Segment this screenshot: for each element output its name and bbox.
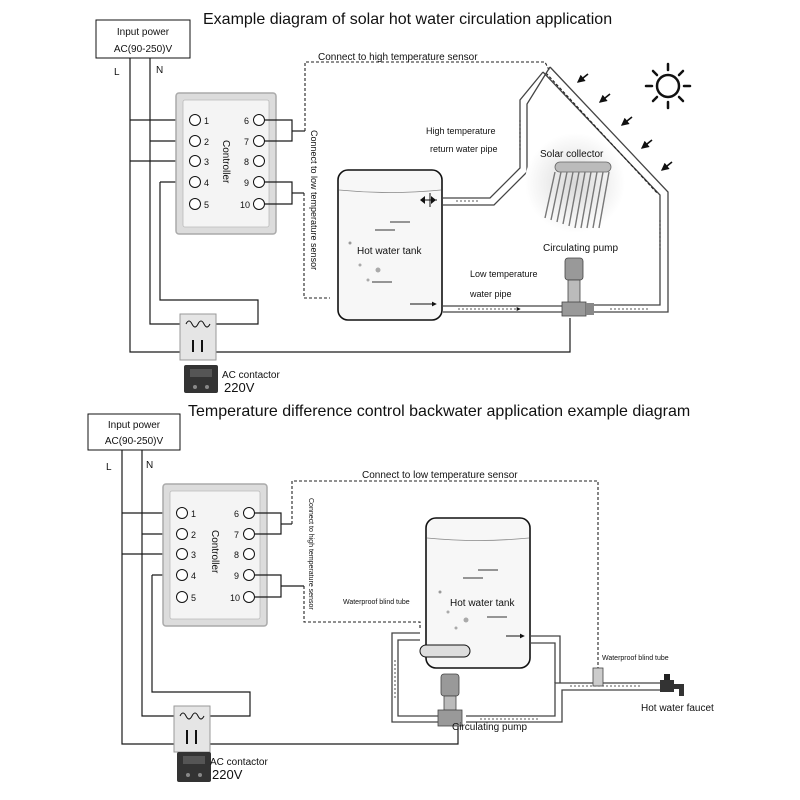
top-title: Example diagram of solar hot water circu… [203,11,612,28]
bottom-connect-high-sensor: Connect to high temperature sensor [307,498,314,610]
svg-text:4: 4 [191,571,196,581]
svg-text:8: 8 [244,157,249,167]
top-solar-pipes [443,66,669,313]
bottom-diagram: Temperature difference control backwater… [87,403,714,782]
bottom-terminal-5: 5 [176,591,196,603]
top-line-N: N [156,65,163,76]
svg-text:7: 7 [244,137,249,147]
top-low-temp-pipe-1: Low temperature [470,269,538,279]
bottom-faucet-label: Hot water faucet [641,703,714,714]
top-tank-label: Hot water tank [357,246,422,257]
bottom-pipes [391,632,660,723]
bottom-circulating-pump [437,673,463,727]
bottom-line-N: N [146,460,153,471]
bottom-blind-tube-left: Waterproof blind tube [343,599,410,606]
svg-text:6: 6 [244,116,249,126]
top-terminal-2: 2 [189,135,209,147]
top-connect-high-sensor: Connect to high temperature sensor [318,52,478,63]
bottom-hot-water-tank: Hot water tank [419,517,531,669]
top-controller: Controller 1 2 3 4 5 6 7 8 9 10 [175,92,277,235]
sun-icon [644,62,692,110]
top-voltage-label: 220V [224,380,255,395]
svg-text:8: 8 [234,550,239,560]
svg-text:9: 9 [234,571,239,581]
bottom-terminal-8: 8 [234,548,255,560]
top-high-temp-return-1: High temperature [426,126,496,136]
bottom-blind-tube-right: Waterproof blind tube [602,655,669,662]
sunlight-arrows [576,73,673,171]
top-line-L: L [114,67,120,78]
top-ac-contactor [179,313,218,393]
top-terminal-3: 3 [189,155,209,167]
bottom-terminal-3: 3 [176,548,196,560]
svg-text:1: 1 [191,509,196,519]
svg-text:2: 2 [204,137,209,147]
svg-text:10: 10 [230,593,240,603]
bottom-connect-low-sensor: Connect to low temperature sensor [362,470,518,481]
bottom-terminal-1: 1 [176,507,196,519]
svg-text:6: 6 [234,509,239,519]
bottom-voltage-label: 220V [212,767,243,782]
top-solar-collector-label: Solar collector [540,149,604,160]
svg-text:5: 5 [204,200,209,210]
bottom-tank-label: Hot water tank [450,598,515,609]
top-low-temp-pipe-2: water pipe [469,289,512,299]
svg-text:1: 1 [204,116,209,126]
bottom-terminal-2: 2 [176,528,196,540]
svg-text:5: 5 [191,593,196,603]
bottom-input-power-box: Input power AC(90-250)V [87,413,181,451]
top-sensor-wires [264,61,551,299]
top-pump-label: Circulating pump [543,243,618,254]
top-input-power-label: Input power [117,27,170,38]
bottom-input-power-label: Input power [108,420,161,431]
top-input-power-box: Input power AC(90-250)V [95,19,191,59]
bottom-title: Temperature difference control backwater… [188,403,690,420]
bottom-controller-label: Controller [209,530,220,574]
svg-text:4: 4 [204,178,209,188]
bottom-pump-label: Circulating pump [452,722,527,733]
top-terminal-9: 9 [244,176,265,188]
bottom-sensor-wires [254,480,599,672]
bottom-input-power-range: AC(90-250)V [105,436,164,447]
solar-collector-image [525,133,625,233]
top-connect-low-sensor: Connect to low temperature sensor [309,130,319,270]
svg-text:10: 10 [240,200,250,210]
bottom-controller: Controller 1 2 3 4 5 6 7 8 9 10 [162,483,268,627]
top-controller-label: Controller [220,140,231,184]
svg-text:3: 3 [191,550,196,560]
top-ac-contactor-label: AC contactor [222,370,280,381]
top-diagram: Example diagram of solar hot water circu… [95,11,692,395]
top-terminal-8: 8 [244,155,265,167]
top-high-temp-return-2: return water pipe [430,144,498,154]
top-terminal-4: 4 [189,176,209,188]
svg-text:3: 3 [204,157,209,167]
bottom-terminal-7: 7 [234,528,255,540]
svg-text:2: 2 [191,530,196,540]
top-circulating-pump [561,257,594,317]
bottom-ac-contactor-label: AC contactor [210,757,268,768]
top-terminal-5: 5 [189,198,209,210]
svg-text:7: 7 [234,530,239,540]
top-hot-water-tank: Hot water tank [337,169,443,321]
top-input-power-range: AC(90-250)V [114,44,173,55]
top-terminal-1: 1 [189,114,209,126]
bottom-ac-contactor [173,705,211,782]
svg-text:9: 9 [244,178,249,188]
bottom-line-L: L [106,462,112,473]
bottom-terminal-4: 4 [176,569,196,581]
faucet-icon [660,674,684,696]
